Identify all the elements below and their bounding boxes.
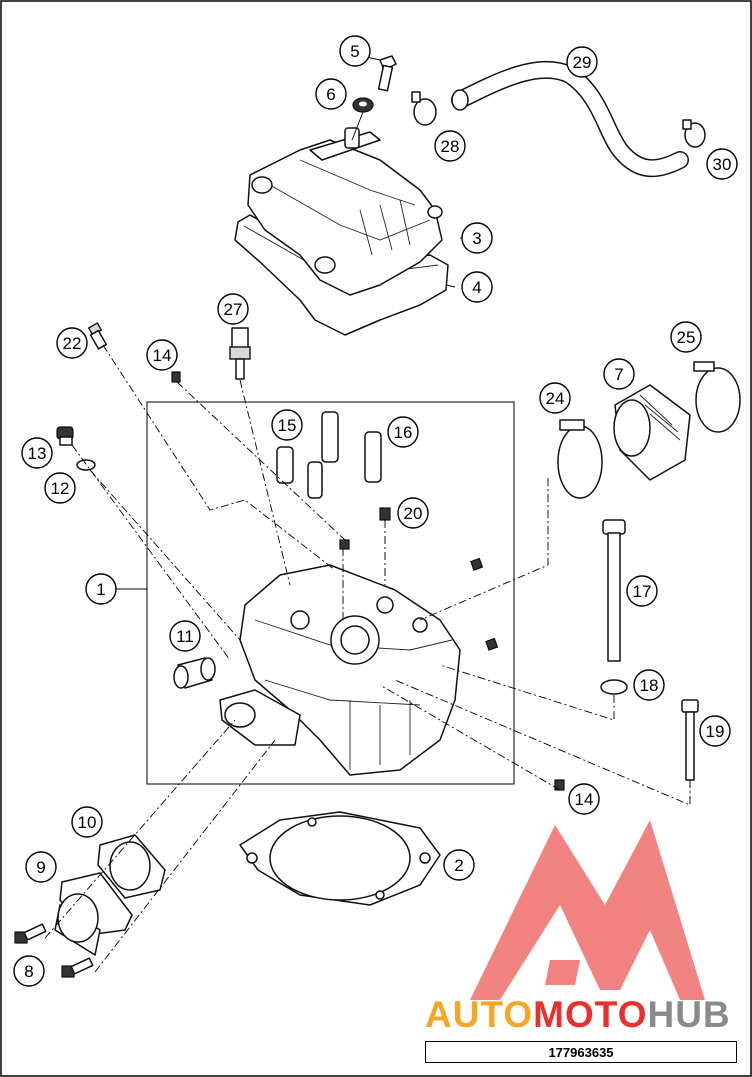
hose-clamp-30 <box>682 119 706 148</box>
svg-text:6: 6 <box>326 85 335 104</box>
svg-text:19: 19 <box>706 722 725 741</box>
clamp-24 <box>557 419 603 499</box>
svg-text:16: 16 <box>394 423 413 442</box>
bolts-8 <box>14 923 94 978</box>
svg-text:15: 15 <box>278 416 297 435</box>
svg-text:12: 12 <box>51 479 70 498</box>
sensor-27 <box>229 327 251 380</box>
svg-text:25: 25 <box>677 328 696 347</box>
plug-13 <box>56 426 74 446</box>
valve-guides-16 <box>321 411 382 483</box>
intake-boot-7 <box>613 384 691 481</box>
callout-5: 5 <box>339 35 371 67</box>
svg-text:17: 17 <box>633 582 652 601</box>
svg-text:5: 5 <box>350 42 359 61</box>
svg-text:9: 9 <box>36 858 45 877</box>
flange-gasket-10 <box>97 834 166 899</box>
svg-text:22: 22 <box>63 334 82 353</box>
watermark-text: AUTOMOTOHUB <box>425 994 731 1035</box>
watermark-auto: AUTO <box>425 994 533 1035</box>
svg-text:8: 8 <box>24 962 33 981</box>
hose-clamp-28 <box>411 91 437 126</box>
callout-22: 22 <box>56 327 88 359</box>
callout-18: 18 <box>633 669 665 701</box>
callout-9: 9 <box>25 851 57 883</box>
svg-text:20: 20 <box>404 504 423 523</box>
dowel-14-upper <box>171 371 181 383</box>
svg-text:18: 18 <box>640 676 659 695</box>
callout-11: 11 <box>169 620 201 652</box>
callout-25: 25 <box>670 321 702 353</box>
head-gasket-2 <box>239 811 441 906</box>
callout-8: 8 <box>13 955 45 987</box>
watermark-hub: HUB <box>647 994 730 1035</box>
callout-24: 24 <box>539 382 571 414</box>
callout-19: 19 <box>699 715 731 747</box>
callout-13: 13 <box>21 437 53 469</box>
callout-14-upper: 14 <box>146 339 178 371</box>
svg-text:2: 2 <box>454 856 463 875</box>
svg-text:4: 4 <box>472 278 481 297</box>
svg-text:24: 24 <box>546 389 565 408</box>
dowel-14-lower <box>554 779 565 791</box>
callout-12: 12 <box>44 472 76 504</box>
svg-text:27: 27 <box>224 300 243 319</box>
callout-14-lower: 14 <box>568 783 600 815</box>
callout-7: 7 <box>603 358 635 390</box>
valve-guides-15 <box>276 446 323 499</box>
callout-27: 27 <box>217 293 249 325</box>
bolt-5 <box>377 55 397 92</box>
washer-6 <box>352 97 374 113</box>
leader-lines <box>44 52 691 973</box>
breather-hose <box>451 60 689 178</box>
clamp-25 <box>693 361 741 433</box>
callout-10: 10 <box>71 806 103 838</box>
svg-text:1: 1 <box>96 580 105 599</box>
callout-15: 15 <box>271 409 303 441</box>
svg-text:14: 14 <box>153 346 172 365</box>
washer-18 <box>600 679 628 695</box>
assembly-frame <box>146 401 515 785</box>
svg-text:30: 30 <box>713 155 732 174</box>
sleeve-11 <box>173 657 216 689</box>
bolt-19 <box>681 699 699 781</box>
svg-text:11: 11 <box>176 627 194 646</box>
callout-1: 1 <box>85 573 117 605</box>
watermark-moto: MOTO <box>533 994 647 1035</box>
callout-28: 28 <box>434 130 466 162</box>
svg-text:3: 3 <box>472 229 481 248</box>
svg-text:29: 29 <box>573 53 592 72</box>
callout-29: 29 <box>566 46 598 78</box>
callout-3: 3 <box>461 222 493 254</box>
callout-16: 16 <box>387 416 419 448</box>
plug-20 <box>379 507 391 521</box>
valve-cover <box>247 127 443 296</box>
drawing-number: 177963635 <box>548 1044 614 1060</box>
callout-20: 20 <box>397 497 429 529</box>
drawing-number-box: 177963635 <box>425 1041 737 1063</box>
bolt-17 <box>602 519 626 662</box>
callout-6: 6 <box>315 78 347 110</box>
callout-4: 4 <box>461 271 493 303</box>
svg-text:13: 13 <box>28 444 47 463</box>
callout-30: 30 <box>706 148 738 180</box>
svg-text:7: 7 <box>614 365 623 384</box>
stud-22 <box>87 322 108 350</box>
svg-text:14: 14 <box>575 790 594 809</box>
svg-text:10: 10 <box>78 813 97 832</box>
intake-manifold-9 <box>54 872 133 956</box>
watermark-logo <box>470 820 705 1000</box>
callout-17: 17 <box>626 575 658 607</box>
cylinder-head <box>219 539 499 776</box>
callout-2: 2 <box>443 849 475 881</box>
svg-text:28: 28 <box>441 137 460 156</box>
washer-12 <box>76 459 96 471</box>
